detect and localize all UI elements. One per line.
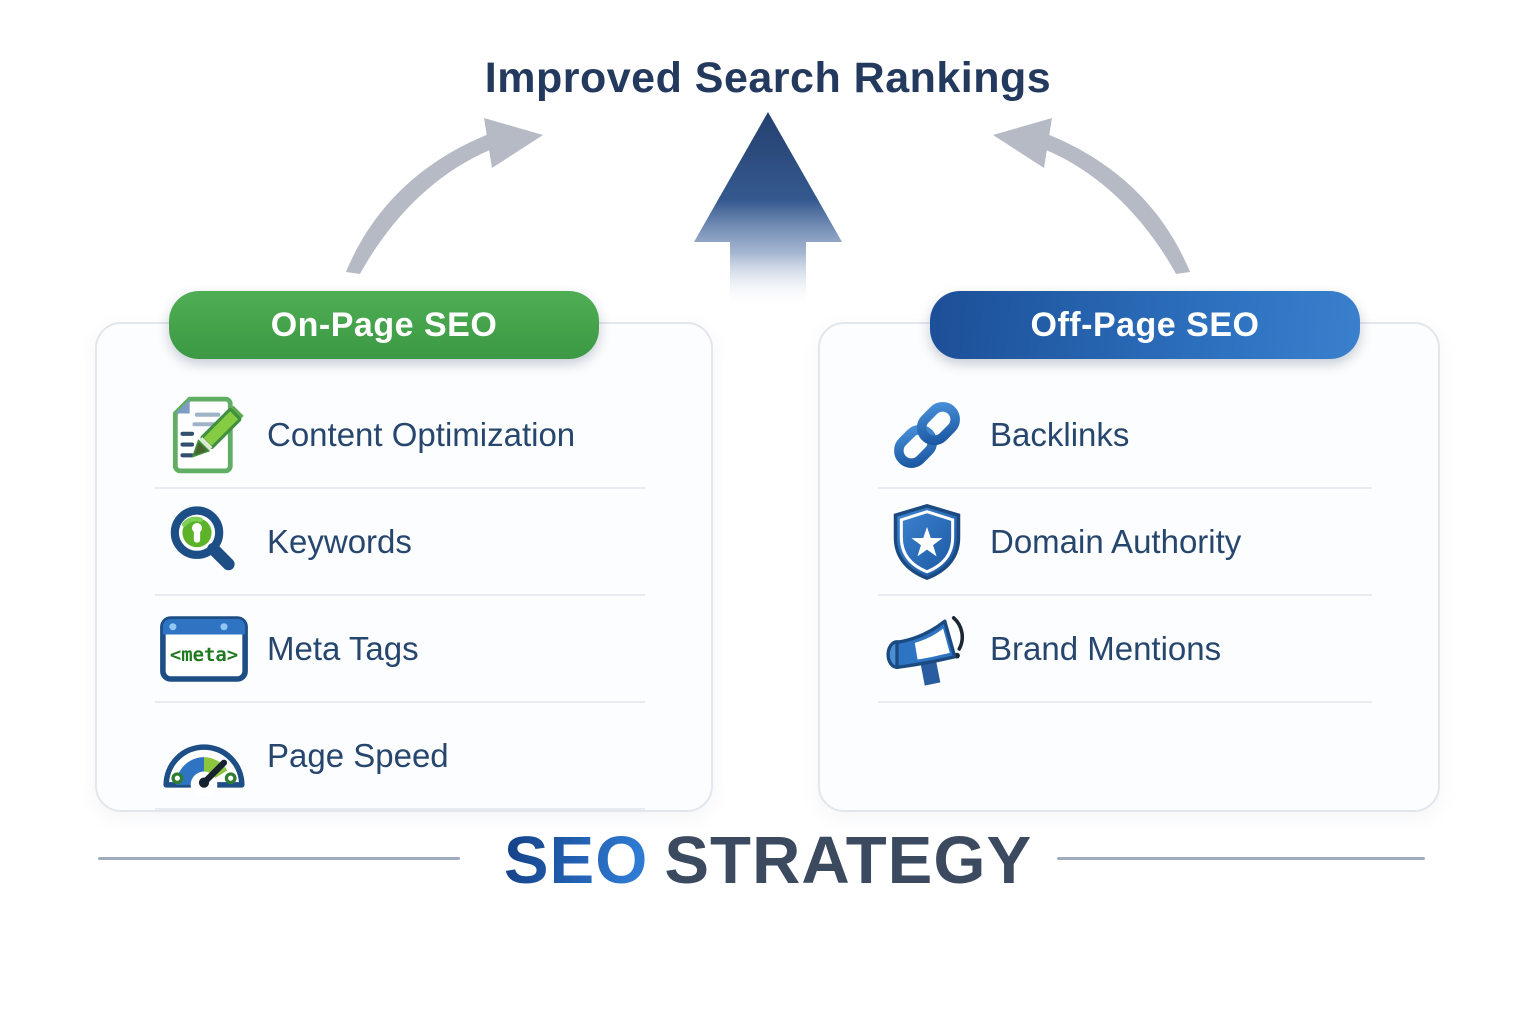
page-title: Improved Search Rankings (484, 54, 1052, 102)
chain-link-icon (878, 392, 976, 478)
off-page-seo-card: Off-Page SEO (818, 291, 1440, 812)
browser-meta-icon: <meta> (155, 609, 253, 689)
list-item-brand-mentions: Brand Mentions (878, 596, 1372, 703)
speedometer-icon (155, 716, 253, 796)
on-page-seo-card: On-Page SEO (95, 291, 713, 812)
list-item-label: Meta Tags (267, 629, 419, 667)
footer-title-brand: SEO (503, 823, 649, 898)
list-item-keywords: Keywords (155, 489, 645, 596)
list-item-domain-authority: Domain Authority (878, 489, 1372, 596)
list-item-label: Keywords (267, 522, 412, 560)
off-page-seo-header: Off-Page SEO (930, 291, 1360, 359)
document-pencil-icon (155, 392, 253, 478)
list-item-label: Content Optimization (267, 415, 576, 453)
megaphone-icon (878, 609, 976, 689)
curved-arrow-left-icon (346, 118, 543, 274)
magnifier-key-icon (155, 500, 253, 584)
list-item-label: Brand Mentions (990, 629, 1222, 667)
list-item-page-speed: Page Speed (155, 703, 645, 810)
list-item-content-optimization: Content Optimization (155, 382, 645, 489)
up-arrow-icon (694, 112, 842, 308)
list-item-backlinks: Backlinks (878, 382, 1372, 489)
list-item-label: Page Speed (267, 736, 449, 774)
curved-arrow-right-icon (993, 118, 1190, 274)
list-item-label: Domain Authority (990, 522, 1242, 560)
footer-title-rest: STRATEGY (664, 823, 1033, 898)
footer-divider-left (98, 857, 460, 860)
list-item-meta-tags: <meta> Meta Tags (155, 596, 645, 703)
footer-divider-right (1057, 857, 1425, 860)
off-page-seo-list: Backlinks (820, 382, 1438, 703)
on-page-seo-list: Content Optimization Keywords (97, 382, 711, 810)
shield-star-icon (878, 500, 976, 584)
list-item-label: Backlinks (990, 415, 1130, 453)
on-page-seo-header: On-Page SEO (169, 291, 599, 359)
svg-text:<meta>: <meta> (170, 644, 238, 666)
